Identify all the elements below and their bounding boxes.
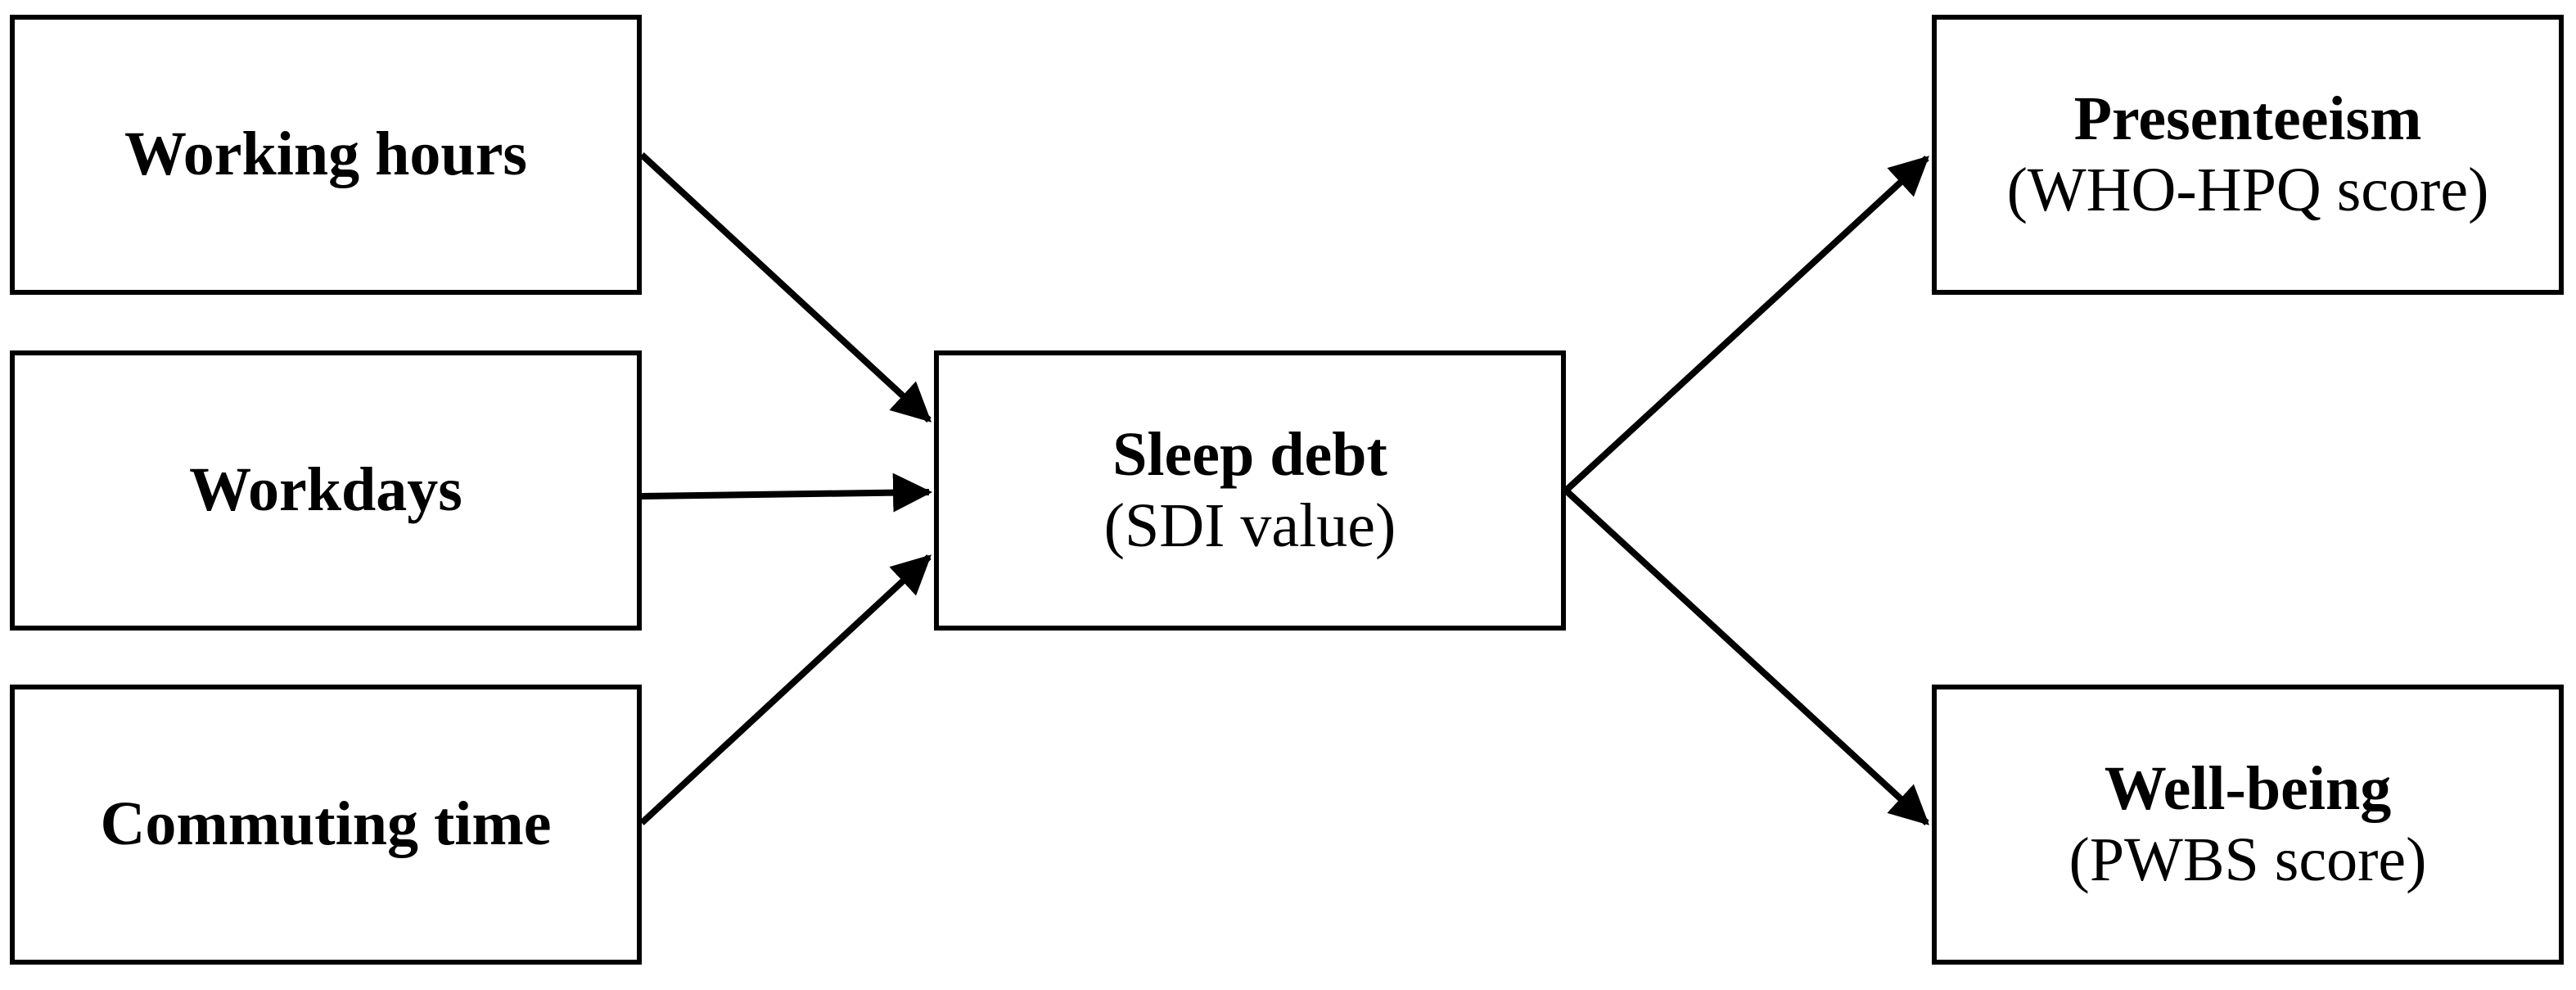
node-commuting-time-title: Commuting time [100, 789, 552, 859]
node-wellbeing-subtitle: (PWBS score) [2068, 825, 2427, 894]
node-wellbeing: Well-being (PWBS score) [1932, 685, 2564, 965]
node-presenteeism-title: Presenteeism [2073, 84, 2422, 153]
arrow-commuting-time-to-sleep-debt [639, 554, 932, 825]
arrow-sleep-debt-to-wellbeing [1563, 488, 1929, 825]
node-workdays-title: Workdays [189, 455, 462, 525]
node-working-hours: Working hours [10, 15, 642, 295]
arrow-sleep-debt-to-presenteeism [1563, 156, 1929, 493]
node-sleep-debt-title: Sleep debt [1112, 419, 1387, 489]
arrow-workdays-to-sleep-debt [641, 472, 932, 513]
node-wellbeing-title: Well-being [2104, 753, 2392, 823]
arrow-working-hours-to-sleep-debt [639, 152, 932, 423]
node-sleep-debt: Sleep debt (SDI value) [934, 350, 1566, 631]
node-working-hours-title: Working hours [124, 120, 528, 189]
node-presenteeism: Presenteeism (WHO-HPQ score) [1932, 15, 2564, 295]
node-sleep-debt-subtitle: (SDI value) [1103, 491, 1396, 560]
node-commuting-time: Commuting time [10, 685, 642, 965]
node-presenteeism-subtitle: (WHO-HPQ score) [2006, 156, 2489, 224]
node-workdays: Workdays [10, 350, 642, 631]
